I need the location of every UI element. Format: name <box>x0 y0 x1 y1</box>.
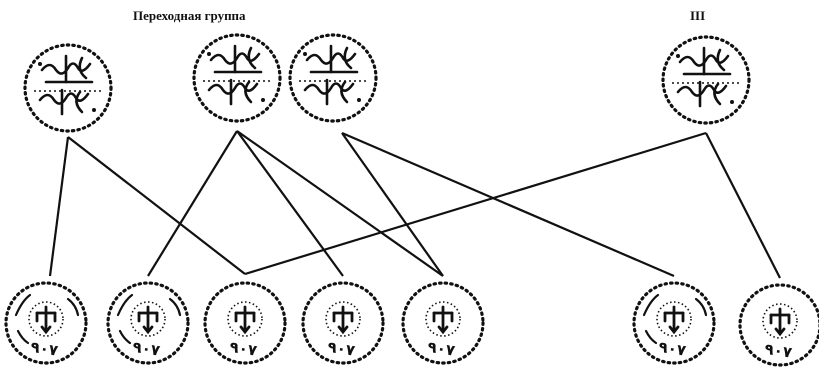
reverse-inner-circle <box>28 301 64 337</box>
obverse-legend-stroke <box>343 46 353 70</box>
reverse-die-R5: ۹۰۷ <box>401 281 485 365</box>
obverse-legend-stroke <box>78 56 88 80</box>
reverse-ornament <box>116 293 182 345</box>
obverse-legend-stroke <box>713 82 722 106</box>
reverse-inner-circle <box>425 301 461 337</box>
obverse-rim <box>23 43 113 133</box>
obverse-rim <box>288 33 378 123</box>
obverse-legend-stroke <box>75 90 84 114</box>
reverse-die-R1: ۹۰۷ <box>4 281 88 365</box>
obverse-dot <box>207 52 211 56</box>
obverse-rim <box>661 35 751 125</box>
group-three-label: III <box>690 8 706 23</box>
obverse-rim <box>192 33 282 123</box>
obverse-die-O1 <box>23 43 113 133</box>
reverse-ornament <box>14 293 80 345</box>
link-line-O4-R3 <box>244 131 707 276</box>
tamga-stroke <box>668 325 680 335</box>
link-line-O2-R5 <box>236 130 444 277</box>
link-line-O4-R7 <box>705 132 781 279</box>
link-line-O1-R3 <box>67 136 246 275</box>
obverse-legend-stroke <box>207 82 259 95</box>
die-links <box>48 130 781 279</box>
reverse-die-R4: ۹۰۷ <box>301 281 385 365</box>
reverse-date-text: ۹۰۷ <box>131 338 161 360</box>
link-line-O2-R4 <box>236 130 344 277</box>
obverse-dot <box>92 108 96 112</box>
obverse-legend-stroke <box>303 82 355 95</box>
tamga-stroke <box>142 325 154 335</box>
obverse-die-O2 <box>192 33 282 123</box>
reverse-inner-circle <box>130 301 166 337</box>
link-line-O3-R5 <box>341 132 444 277</box>
transitional-group-label: Переходная группа <box>133 8 246 23</box>
tamga-stroke <box>437 325 449 335</box>
reverse-date-text: ۹۰۷ <box>657 338 687 360</box>
link-line-O3-R6 <box>341 131 675 278</box>
reverse-date-text: ۹۰۷ <box>29 338 59 360</box>
reverse-date-text: ۹۰۷ <box>228 338 258 360</box>
reverse-die-R2: ۹۰۷ <box>106 281 190 365</box>
reverse-inner-circle <box>656 301 692 337</box>
obverse-legend-stroke <box>38 92 90 105</box>
obverse-legend-stroke <box>676 84 728 97</box>
reverse-ornament <box>642 293 708 345</box>
obverse-legend-stroke <box>716 48 726 72</box>
reverse-inner-circle <box>762 303 798 339</box>
obverse-legend-stroke <box>340 80 349 104</box>
obverse-dot <box>676 54 680 58</box>
reverse-date-text: ۹۰۷ <box>763 340 793 362</box>
reverse-inner-circle <box>325 301 361 337</box>
reverse-date-text: ۹۰۷ <box>426 338 456 360</box>
obverse-dot <box>38 62 42 66</box>
reverse-date-text: ۹۰۷ <box>326 338 356 360</box>
obverse-die-O4 <box>661 35 751 125</box>
obverse-dot <box>357 98 361 102</box>
obverse-legend-stroke <box>244 80 253 104</box>
tamga-stroke <box>40 325 52 335</box>
obverse-dot <box>730 100 734 104</box>
obverse-dot <box>261 98 265 102</box>
tamga-stroke <box>774 327 786 337</box>
tamga-stroke <box>239 325 251 335</box>
reverse-die-R7: ۹۰۷ <box>738 283 819 367</box>
reverse-die-R6: ۹۰۷ <box>632 281 716 365</box>
link-line-O2-R2 <box>147 130 238 277</box>
obverse-die-O3 <box>288 33 378 123</box>
reverse-die-R3: ۹۰۷ <box>203 281 287 365</box>
obverse-dot <box>303 52 307 56</box>
reverse-inner-circle <box>227 301 263 337</box>
obverse-legend-stroke <box>247 46 257 70</box>
link-line-O1-R1 <box>48 136 70 277</box>
tamga-stroke <box>337 325 349 335</box>
